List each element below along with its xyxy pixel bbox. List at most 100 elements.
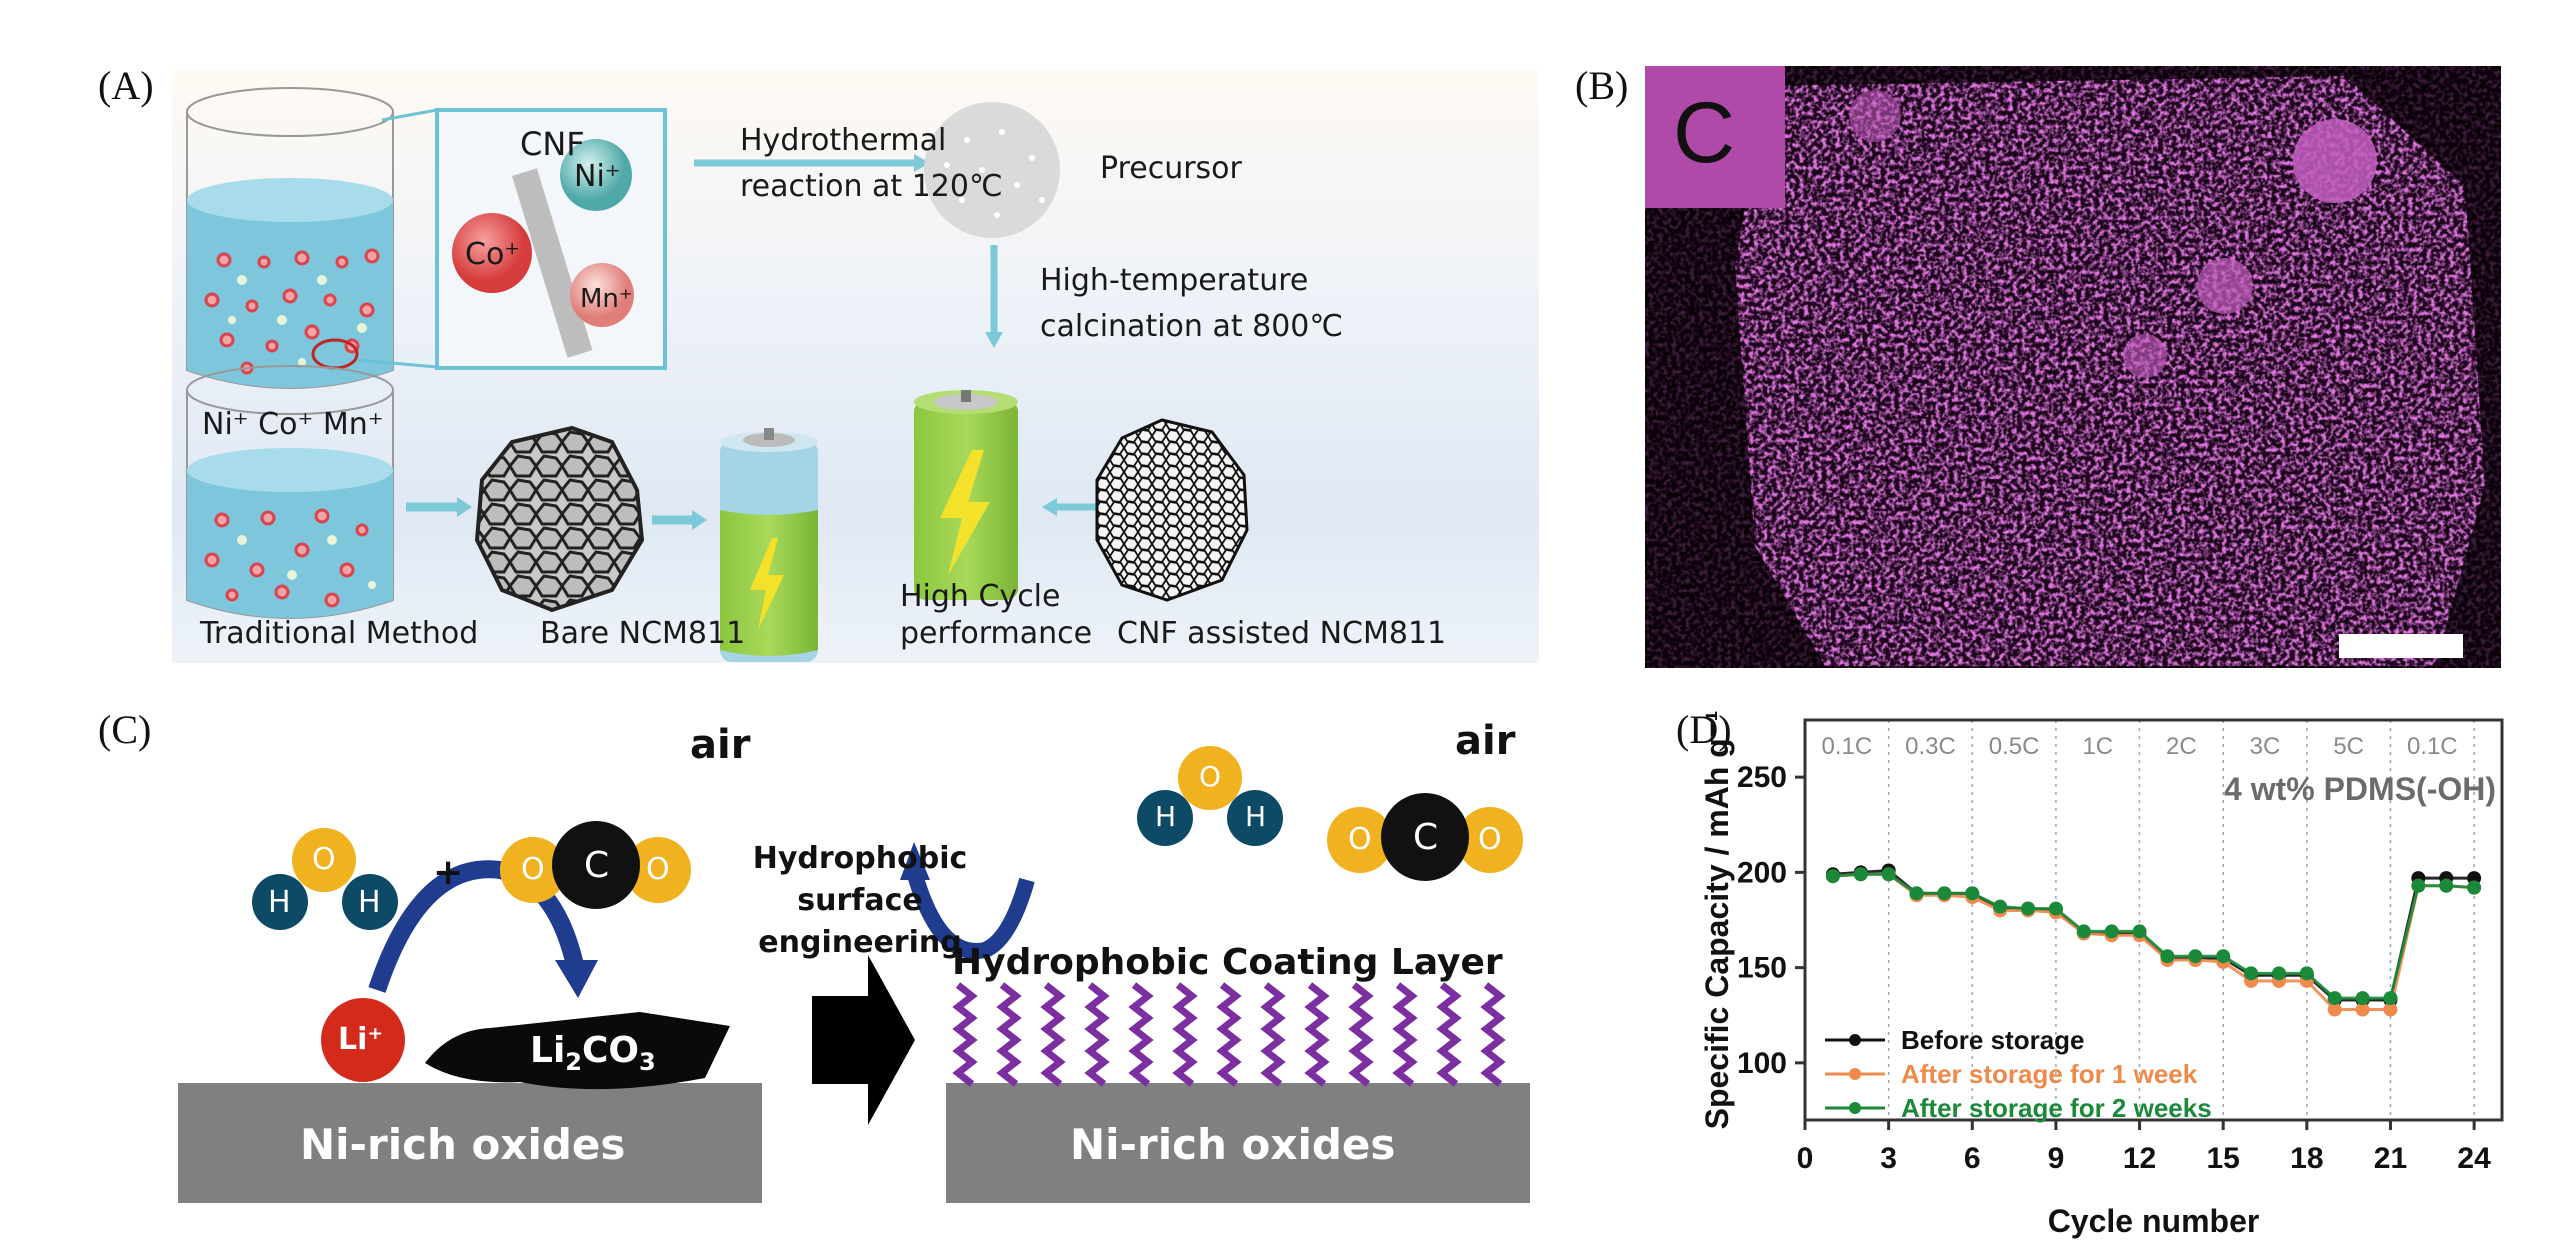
coating-strand	[1436, 982, 1462, 1087]
coating-strand	[1128, 982, 1154, 1087]
legend-marker	[1849, 1102, 1861, 1114]
traditional-method-label: Traditional Method	[200, 616, 479, 651]
calcination-line1: High-temperature	[1040, 263, 1309, 298]
y-tick-label: 200	[1737, 856, 1787, 889]
legend-marker	[1849, 1068, 1861, 1080]
o-label-right-water: O	[1199, 760, 1222, 793]
o-atom-water-left	[292, 828, 356, 892]
coating-strand	[1480, 982, 1506, 1087]
data-point	[1853, 867, 1868, 882]
mn-ion	[570, 263, 634, 327]
c-atom-left	[552, 821, 640, 909]
data-point	[1909, 886, 1924, 901]
element-badge: C	[1645, 66, 1785, 208]
li2co3-deposit	[425, 1012, 730, 1090]
repel-arrow-icon	[907, 872, 1035, 959]
substrate-right	[946, 1083, 1530, 1203]
data-point	[2411, 878, 2426, 893]
data-point	[2467, 880, 2482, 895]
h-label-right-1: H	[1155, 800, 1177, 833]
series-line	[1832, 872, 2475, 1000]
data-point	[2299, 966, 2314, 981]
cnf-label: CNF	[520, 125, 585, 163]
process-line1: Hydrophobic	[752, 841, 968, 876]
data-point	[2160, 949, 2175, 964]
rate-label: 0.5C	[1989, 733, 2040, 760]
data-point	[2076, 924, 2091, 939]
coating-strand	[1172, 982, 1198, 1087]
substrate-right-label: Ni-rich oxides	[1070, 1120, 1396, 1169]
data-point	[1881, 867, 1896, 882]
li-ion	[321, 998, 405, 1082]
data-point	[2383, 1002, 2398, 1017]
legend-marker	[1849, 1034, 1861, 1046]
o-label-right-2: O	[1478, 822, 1502, 857]
data-point	[2244, 966, 2259, 981]
surface-engineering-schematic	[178, 746, 1530, 1203]
li2co3-label: Li2CO3	[530, 1030, 656, 1076]
coating-strand	[1216, 982, 1242, 1087]
chart-annotation: 4 wt% PDMS(-OH)	[2224, 771, 2496, 807]
ni-label: Ni⁺	[574, 159, 621, 194]
x-tick-label: 18	[2290, 1142, 2323, 1175]
x-tick-label: 21	[2374, 1142, 2407, 1175]
plus-sign: +	[433, 852, 464, 893]
data-point	[1965, 886, 1980, 901]
coating-strand	[1260, 982, 1286, 1087]
eds-map-texture	[1645, 66, 2501, 668]
ni-ion	[560, 139, 632, 211]
coating-strand	[1304, 982, 1330, 1087]
process-arrow-icon	[812, 955, 915, 1125]
synthesis-schematic: CNF Ni⁺ Co⁺ Mn⁺ Hydrothermal reaction at…	[172, 70, 1539, 663]
h-label-right-2: H	[1245, 800, 1267, 833]
beaker-traditional	[186, 365, 394, 619]
cnf-ncm-label: CNF assisted NCM811	[1117, 616, 1447, 651]
panel-label-d: (D)	[1676, 707, 1732, 752]
element-label: C	[1673, 85, 1736, 181]
o-atom-co2-right-2	[1457, 807, 1523, 873]
rate-label: 3C	[2250, 733, 2281, 760]
h-atom-left-2	[342, 874, 398, 930]
o-label-water: O	[312, 842, 336, 877]
process-line3: engineering	[758, 925, 962, 960]
bare-ncm-particle	[474, 425, 645, 613]
h-atom-right-1	[1137, 790, 1193, 846]
reaction-arrow-icon	[368, 860, 584, 993]
data-point	[2188, 949, 2203, 964]
o-atom-co2-left-1	[500, 837, 566, 903]
rate-label: 0.1C	[2407, 733, 2458, 760]
y-tick-label: 150	[1737, 952, 1787, 985]
hydrothermal-line2: reaction at 120℃	[740, 169, 1003, 204]
x-tick-label: 6	[1964, 1142, 1981, 1175]
data-point	[1993, 899, 2008, 914]
coating-strand	[1392, 982, 1418, 1087]
data-point	[2271, 966, 2286, 981]
coating-strand	[1348, 982, 1374, 1087]
coating-layer-label: Hydrophobic Coating Layer	[952, 942, 1503, 983]
x-tick-label: 12	[2123, 1142, 2156, 1175]
o-atom-co2-left-2	[625, 837, 691, 903]
h-atom-left-1	[252, 874, 308, 930]
data-point	[2355, 1002, 2370, 1017]
substrate-left-label: Ni-rich oxides	[300, 1120, 626, 1169]
x-tick-label: 9	[2048, 1142, 2065, 1175]
data-point	[2355, 991, 2370, 1006]
x-axis-title: Cycle number	[2048, 1203, 2260, 1239]
legend-label: Before storage	[1901, 1025, 2085, 1055]
cnf-ncm-particle	[1095, 418, 1249, 602]
battery-cnf-icon	[914, 390, 1018, 600]
coating-strand	[1084, 982, 1110, 1087]
o-atom-co2-right-1	[1327, 807, 1393, 873]
data-point	[2132, 924, 2147, 939]
precursor-label: Precursor	[1100, 151, 1242, 186]
data-point	[2216, 949, 2231, 964]
rate-label: 2C	[2166, 733, 2197, 760]
scale-bar	[2339, 634, 2463, 658]
zoom-lines	[356, 108, 438, 369]
li-label: Li⁺	[338, 1022, 384, 1057]
panel-label-c: (C)	[98, 707, 152, 752]
data-point	[2021, 901, 2036, 916]
h-atom-right-2	[1227, 790, 1283, 846]
rate-label: 0.1C	[1821, 733, 1872, 760]
